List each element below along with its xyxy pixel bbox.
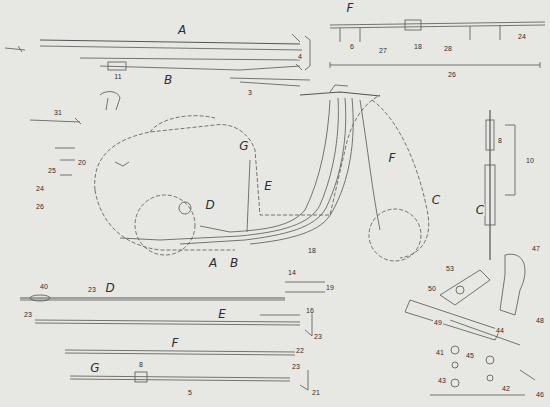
callout-number: 26	[35, 203, 45, 210]
part-letter: D	[104, 282, 115, 294]
callout-number: 5	[187, 389, 193, 396]
callout-number: 10	[525, 157, 535, 164]
callout-number: 18	[413, 43, 423, 50]
part-letter: A	[208, 257, 218, 269]
part-letter: E	[217, 308, 227, 320]
callout-number: 19	[325, 284, 335, 291]
callout-number: 23	[313, 333, 323, 340]
part-letter: F	[388, 152, 397, 164]
callout-number: 22	[295, 347, 305, 354]
part-letter: B	[163, 74, 173, 86]
callout-number: 11	[113, 73, 122, 80]
callout-number: 4	[297, 53, 303, 60]
callout-number: 23	[23, 311, 33, 318]
callout-number: 40	[39, 283, 49, 290]
part-letter: F	[171, 337, 180, 349]
callout-number: 23	[87, 286, 97, 293]
callout-number: 46	[535, 391, 545, 398]
callout-number: 31	[53, 109, 63, 116]
callout-number: 41	[435, 349, 445, 356]
callout-number: 3	[247, 89, 253, 96]
callout-number: 21	[311, 389, 321, 396]
callout-number: 24	[35, 185, 45, 192]
callout-number: 45	[465, 352, 475, 359]
part-letter: F	[346, 2, 355, 14]
part-letter: G	[89, 362, 100, 374]
callout-number: 42	[501, 385, 511, 392]
part-letter: D	[204, 199, 215, 211]
callout-number: 48	[535, 317, 545, 324]
callout-number: 18	[307, 247, 317, 254]
callout-number: 23	[291, 363, 301, 370]
part-letter: E	[263, 180, 273, 192]
callout-number: 27	[378, 47, 388, 54]
callout-number: 50	[427, 285, 437, 292]
callout-number: 26	[447, 71, 457, 78]
callout-number: 8	[497, 137, 503, 144]
callout-number: 44	[495, 327, 505, 334]
part-letter: C	[475, 204, 485, 216]
callout-number: 47	[531, 245, 541, 252]
callout-number: 8	[138, 361, 144, 368]
callout-number: 20	[77, 159, 87, 166]
part-letter: B	[229, 257, 239, 269]
callout-number: 24	[517, 33, 527, 40]
callout-number: 53	[445, 265, 455, 272]
part-letter: C	[431, 194, 441, 206]
callout-number: 49	[433, 319, 443, 326]
part-letter: A	[177, 24, 187, 36]
callout-number: 6	[349, 43, 355, 50]
callout-number: 25	[47, 167, 57, 174]
callout-number: 28	[443, 45, 453, 52]
callout-number: 16	[305, 307, 315, 314]
callout-number: 43	[437, 377, 447, 384]
callout-number: 14	[287, 269, 297, 276]
part-letter: G	[238, 140, 249, 152]
